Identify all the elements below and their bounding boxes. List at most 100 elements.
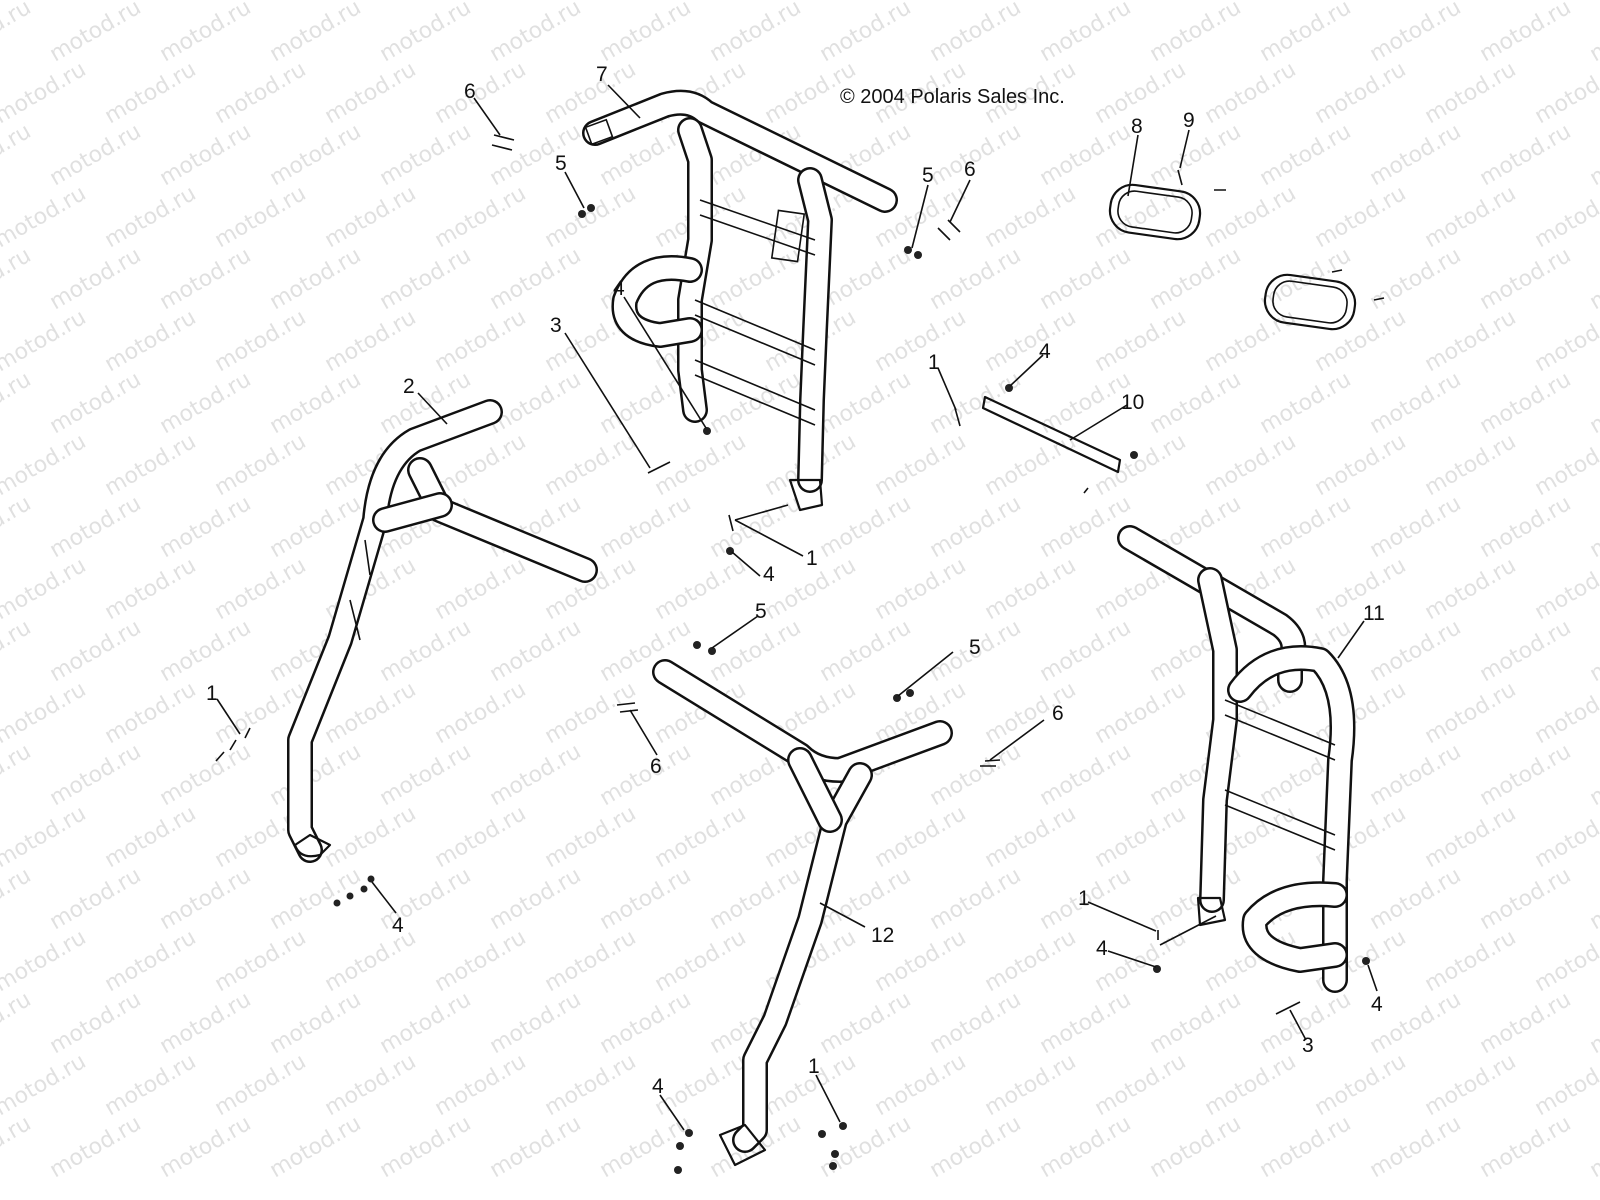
- callout-5: 5: [922, 164, 934, 187]
- watermark-text: motod.ru: [1256, 0, 1356, 67]
- watermark-text: motod.ru: [1421, 57, 1521, 129]
- watermark-text: motod.ru: [1586, 863, 1600, 935]
- watermark-text: motod.ru: [1146, 863, 1246, 935]
- watermark-text: motod.ru: [541, 1049, 641, 1121]
- watermark-text: motod.ru: [101, 181, 201, 253]
- watermark-text: motod.ru: [1091, 1049, 1191, 1121]
- watermark-text: motod.ru: [981, 677, 1081, 749]
- watermark-text: motod.ru: [266, 119, 366, 191]
- watermark-text: motod.ru: [816, 1111, 916, 1183]
- watermark-text: motod.ru: [596, 0, 696, 67]
- part-12-center-hoop: [652, 659, 953, 1167]
- watermark-text: motod.ru: [1421, 677, 1521, 749]
- watermark-text: motod.ru: [1531, 801, 1600, 873]
- watermark-text: motod.ru: [981, 181, 1081, 253]
- watermark-text: motod.ru: [156, 0, 256, 67]
- watermark-text: motod.ru: [1311, 57, 1411, 129]
- watermark-text: motod.ru: [1476, 739, 1576, 811]
- watermark-text: motod.ru: [156, 1111, 256, 1183]
- callout-5: 5: [755, 600, 767, 623]
- watermark-text: motod.ru: [541, 677, 641, 749]
- watermark-text: motod.ru: [211, 553, 311, 625]
- callout-10: 10: [1121, 391, 1144, 414]
- watermark-text: motod.ru: [431, 677, 531, 749]
- watermark-text: motod.ru: [1366, 615, 1466, 687]
- watermark-text: motod.ru: [266, 987, 366, 1059]
- watermark-text: motod.ru: [1036, 243, 1136, 315]
- watermark-text: motod.ru: [0, 181, 90, 253]
- watermark-text: motod.ru: [1586, 243, 1600, 315]
- watermark-text: motod.ru: [871, 429, 971, 501]
- watermark-text: motod.ru: [376, 0, 476, 67]
- callout-12: 12: [871, 924, 894, 947]
- watermark-text: motod.ru: [596, 491, 696, 563]
- watermark-text: motod.ru: [266, 1111, 366, 1183]
- watermark-text: motod.ru: [321, 801, 421, 873]
- callout-4: 4: [1371, 993, 1383, 1016]
- watermark-text: motod.ru: [541, 801, 641, 873]
- watermark-text: motod.ru: [1586, 739, 1600, 811]
- watermark-text: motod.ru: [1531, 181, 1600, 253]
- watermark-text: motod.ru: [156, 367, 256, 439]
- watermark-text: motod.ru: [0, 987, 35, 1059]
- watermark-text: motod.ru: [1146, 243, 1246, 315]
- watermark-text: motod.ru: [431, 1049, 531, 1121]
- watermark-text: motod.ru: [706, 615, 806, 687]
- callout-6: 6: [964, 158, 976, 181]
- watermark-text: motod.ru: [376, 615, 476, 687]
- watermark-text: motod.ru: [1476, 491, 1576, 563]
- watermark-text: motod.ru: [486, 0, 586, 67]
- watermark-text: motod.ru: [871, 801, 971, 873]
- watermark-text: motod.ru: [0, 367, 35, 439]
- watermark-text: motod.ru: [46, 863, 146, 935]
- watermark-text: motod.ru: [1531, 1049, 1600, 1121]
- watermark-text: motod.ru: [156, 863, 256, 935]
- watermark-text: motod.ru: [46, 1111, 146, 1183]
- watermark-text: motod.ru: [211, 57, 311, 129]
- watermark-text: motod.ru: [321, 925, 421, 997]
- watermark-text: motod.ru: [1366, 863, 1466, 935]
- watermark-text: motod.ru: [1531, 925, 1600, 997]
- watermark-text: motod.ru: [926, 863, 1026, 935]
- watermark-text: motod.ru: [46, 987, 146, 1059]
- watermark-text: motod.ru: [486, 739, 586, 811]
- watermark-text: motod.ru: [651, 1049, 751, 1121]
- watermark-text: motod.ru: [706, 863, 806, 935]
- callout-5: 5: [555, 152, 567, 175]
- watermark-text: motod.ru: [651, 801, 751, 873]
- watermark-text: motod.ru: [431, 57, 531, 129]
- watermark-text: motod.ru: [816, 491, 916, 563]
- part-8-pad: [1108, 183, 1357, 331]
- watermark-text: motod.ru: [1256, 119, 1356, 191]
- watermark-text: motod.ru: [46, 615, 146, 687]
- watermark-text: motod.ru: [0, 677, 90, 749]
- watermark-text: motod.ru: [706, 243, 806, 315]
- watermark-text: motod.ru: [1036, 0, 1136, 67]
- watermark-text: motod.ru: [1366, 491, 1466, 563]
- watermark-text: motod.ru: [1421, 925, 1521, 997]
- callout-1: 1: [808, 1055, 820, 1078]
- watermark-text: motod.ru: [816, 615, 916, 687]
- watermark-text: motod.ru: [376, 119, 476, 191]
- watermark-text: motod.ru: [0, 57, 90, 129]
- watermark-text: motod.ru: [1256, 243, 1356, 315]
- watermark-text: motod.ru: [816, 0, 916, 67]
- watermark-text: motod.ru: [46, 491, 146, 563]
- watermark-text: motod.ru: [1311, 181, 1411, 253]
- watermark-text: motod.ru: [926, 491, 1026, 563]
- callout-4: 4: [652, 1075, 664, 1098]
- watermark-text: motod.ru: [0, 739, 35, 811]
- watermark-text: motod.ru: [0, 553, 90, 625]
- watermark-text: motod.ru: [321, 1049, 421, 1121]
- watermark-text: motod.ru: [321, 677, 421, 749]
- watermark-text: motod.ru: [0, 491, 35, 563]
- callout-4: 4: [392, 914, 404, 937]
- watermark-text: motod.ru: [486, 367, 586, 439]
- watermark-text: motod.ru: [1146, 0, 1246, 67]
- callout-6: 6: [1052, 702, 1064, 725]
- part-2-left-hoop: [287, 399, 598, 863]
- watermark-text: motod.ru: [1366, 367, 1466, 439]
- watermark-text: motod.ru: [1091, 677, 1191, 749]
- callout-6: 6: [464, 80, 476, 103]
